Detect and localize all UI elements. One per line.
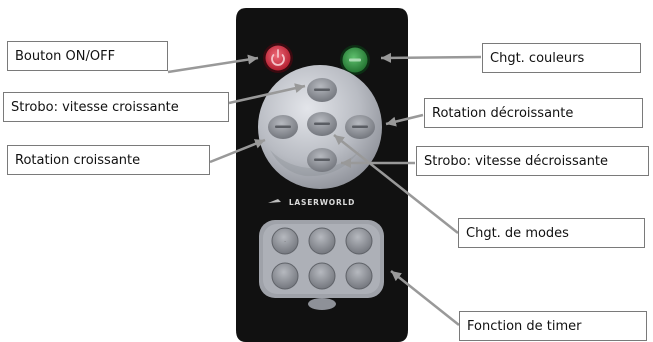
arrow-rotation-down [385, 113, 424, 127]
rotation-down-button[interactable] [345, 115, 375, 139]
color-change-button[interactable] [340, 45, 370, 75]
timer-button[interactable] [308, 227, 336, 255]
callout-strobe-up: Strobo: vitesse croissante [3, 92, 229, 122]
arrow-modes [333, 134, 459, 234]
svg-text:·: · [284, 239, 286, 245]
callout-arrows [167, 52, 482, 326]
callout-color-change: Chgt. couleurs [482, 43, 641, 73]
callout-on-off: Bouton ON/OFF [7, 41, 168, 71]
arrow-colors [380, 52, 482, 63]
timer-button[interactable] [308, 262, 336, 290]
mode-change-button[interactable] [307, 112, 337, 136]
arrow-timer [390, 270, 460, 326]
strobe-down-button[interactable] [307, 148, 337, 172]
arrow-rotation-up [209, 138, 266, 164]
timer-button[interactable]: · [271, 227, 299, 255]
strobe-up-button[interactable] [307, 78, 337, 102]
timer-button[interactable] [345, 262, 373, 290]
brand-swoosh [268, 199, 281, 203]
timer-button[interactable] [345, 227, 373, 255]
brand-logo: LASERWORLD [289, 198, 355, 207]
callout-timer: Fonction de timer [459, 311, 647, 341]
arrow-on-off [167, 54, 259, 74]
arrow-strobe-up [228, 83, 306, 105]
power-button[interactable] [263, 43, 293, 73]
power-icon [271, 49, 285, 66]
rotation-up-button[interactable] [268, 115, 298, 139]
callout-rotation-up: Rotation croissante [7, 145, 210, 175]
callout-mode-change: Chgt. de modes [458, 218, 645, 248]
timer-button[interactable] [271, 262, 299, 290]
callout-strobe-down: Strobo: vitesse décroissante [416, 146, 649, 176]
callout-rotation-down: Rotation décroissante [424, 98, 643, 128]
